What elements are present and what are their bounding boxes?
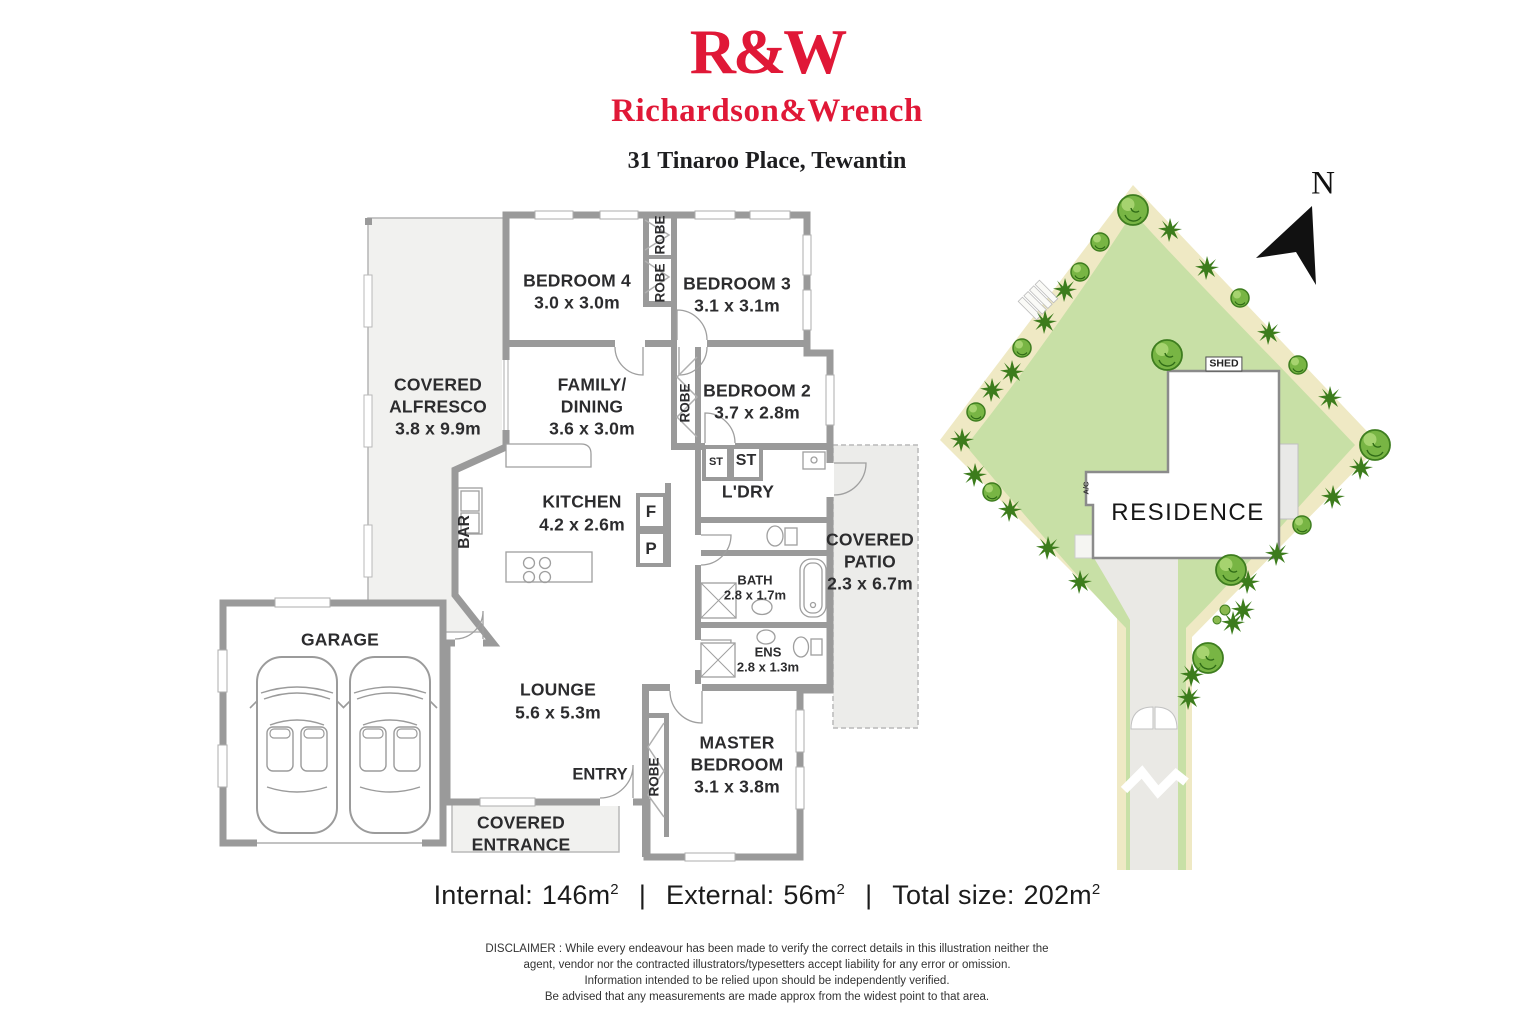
total-label: Total size: xyxy=(892,880,1015,910)
stacker-door-lines xyxy=(503,360,509,430)
storage-closets xyxy=(636,445,763,567)
property-address: 31 Tinaroo Place, Tewantin xyxy=(627,148,907,174)
driveway-zigzag xyxy=(1120,765,1189,799)
rw-logo: R&W xyxy=(689,16,848,87)
kitchen-fixtures xyxy=(457,443,826,584)
windows xyxy=(479,210,835,862)
internal-sup: 2 xyxy=(610,881,619,898)
area-summary: Internal:146m2|External:56m2|Total size:… xyxy=(0,880,1534,911)
garden-steps xyxy=(1017,279,1059,321)
residence-patio xyxy=(1278,443,1299,520)
disclaimer-line-4: Be advised that any measurements are mad… xyxy=(544,991,990,1003)
patio-area xyxy=(832,444,919,729)
trees xyxy=(950,194,1391,710)
disclaimer-line-3: Information intended to be relied upon s… xyxy=(584,975,950,987)
internal-value: 146m xyxy=(541,880,611,910)
north-arrow xyxy=(1256,206,1316,285)
brand-name: Richardson&Wrench xyxy=(611,93,923,129)
floor-plan-drawing xyxy=(217,210,919,862)
gate xyxy=(1130,706,1178,730)
disclaimer-line-2: agent, vendor nor the contracted illustr… xyxy=(523,959,1011,971)
site-plan-drawing xyxy=(940,185,1391,870)
separator-1: | xyxy=(638,880,647,910)
residence-footprint xyxy=(1084,369,1281,560)
internal-label: Internal: xyxy=(433,880,533,910)
disclaimer-line-1: DISCLAIMER : While every endeavour has b… xyxy=(485,943,1049,955)
external-value: 56m xyxy=(783,880,837,910)
total-value: 202m xyxy=(1023,880,1092,910)
robe-doors xyxy=(644,219,699,818)
external-label: External: xyxy=(666,880,775,910)
garage-structure xyxy=(217,597,447,848)
residence-steps xyxy=(1074,534,1094,559)
bathroom-fixtures xyxy=(700,525,827,678)
disclaimer: DISCLAIMER : While every endeavour has b… xyxy=(0,941,1534,1005)
external-sup: 2 xyxy=(836,881,846,898)
total-sup: 2 xyxy=(1091,881,1101,898)
separator-2: | xyxy=(865,880,873,910)
